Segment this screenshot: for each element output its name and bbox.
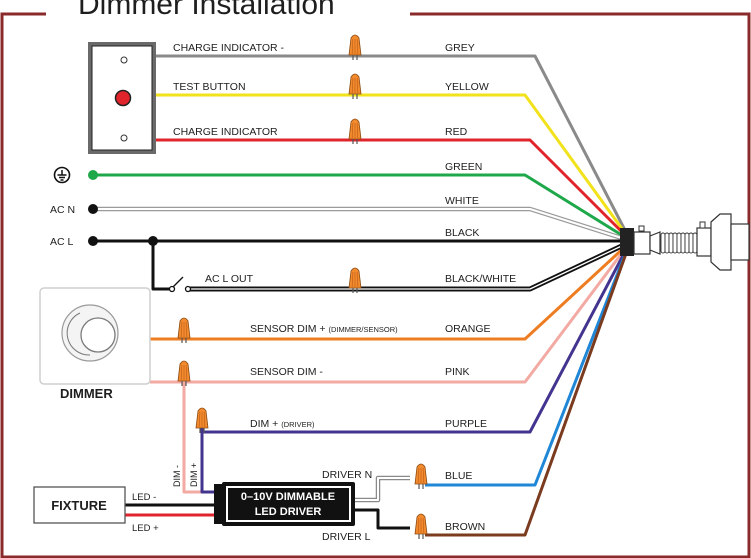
wire-label-pink: PINK — [445, 366, 470, 378]
conduit-rib — [688, 232, 694, 254]
wire-red — [156, 138, 630, 240]
wire-driver-l — [355, 508, 410, 530]
wire-nut-icon — [348, 34, 362, 60]
wire-nut-icon — [414, 463, 428, 489]
wire-label-brown: BROWN — [445, 521, 485, 533]
wire-nut-icon — [348, 118, 362, 144]
frame-border — [0, 12, 751, 558]
wire-labels: GREY YELLOW RED GREEN WHITE BLACK BLACK/… — [445, 42, 516, 533]
ground-symbol-icon — [53, 166, 71, 184]
wire-nuts — [177, 34, 428, 539]
led-driver-box — [214, 482, 355, 526]
wire-nut-icon — [348, 267, 362, 293]
dimmer-device — [39, 287, 151, 385]
conduit-connector — [620, 213, 750, 271]
wire-purple — [200, 428, 214, 494]
label-driver-l: DRIVER L — [322, 531, 371, 543]
wire-purple-main — [202, 245, 630, 434]
label-test-button: TEST BUTTON — [173, 81, 246, 93]
conduit-rib — [684, 232, 690, 254]
switch-plate — [88, 42, 156, 154]
wire-brown — [425, 247, 630, 537]
label-ac-l-out: AC L OUT — [205, 273, 254, 285]
led-driver-line2: LED DRIVER — [255, 506, 322, 518]
charge-indicator-pos-dot — [120, 134, 128, 142]
label-ac-l: AC L — [50, 236, 74, 248]
wire-nut-icon — [177, 317, 191, 343]
wire-black-white-inner — [188, 242, 629, 290]
wire-nut-icon — [195, 407, 209, 433]
wire-blue — [425, 246, 630, 487]
wire-pink — [150, 244, 630, 384]
ac-l-terminal — [88, 236, 98, 246]
wire-label-black-white: BLACK/WHITE — [445, 273, 516, 285]
label-dim-pos-driver: DIM + (DRIVER) — [250, 418, 315, 430]
label-sensor-dim-pos: SENSOR DIM + (DIMMER/SENSOR) — [250, 323, 398, 335]
test-button[interactable] — [114, 89, 132, 107]
label-led-pos: LED + — [132, 523, 159, 534]
wire-driver-n-inner — [355, 477, 410, 501]
label-driver-n: DRIVER N — [322, 469, 372, 481]
dimmer-knob[interactable] — [80, 317, 116, 353]
diagram-title: Dimmer Installation — [78, 0, 335, 21]
wire-white-inner — [93, 208, 629, 241]
wire-driver-n-outer — [355, 475, 410, 503]
wire-label-green: GREEN — [445, 161, 482, 173]
wire-label-black: BLACK — [445, 227, 479, 239]
conduit-rib — [680, 232, 686, 254]
ac-n-terminal — [88, 204, 98, 214]
wire-label-white: WHITE — [445, 195, 479, 207]
wire-orange — [150, 242, 630, 341]
ac-l-junction — [148, 236, 158, 246]
label-led-neg: LED - — [132, 492, 156, 503]
wire-green — [93, 173, 629, 241]
wire-yellow — [156, 93, 630, 238]
ground-terminal — [88, 170, 98, 180]
label-charge-indicator-pos: CHARGE INDICATOR — [173, 126, 278, 138]
wire-label-yellow: YELLOW — [445, 81, 489, 93]
label-dim-pos-vertical: DIM + — [189, 463, 199, 487]
conduit-rib — [672, 232, 678, 254]
conduit-rib — [660, 232, 666, 254]
wire-label-grey: GREY — [445, 42, 475, 54]
conduit-rib — [668, 232, 674, 254]
dimmer-label: DIMMER — [60, 386, 113, 401]
wire-grey — [156, 54, 630, 237]
conduit-rib — [664, 232, 670, 254]
label-dim-neg-vertical: DIM - — [172, 465, 182, 487]
wire-nut-icon — [348, 73, 362, 99]
fixture-label: FIXTURE — [51, 498, 107, 513]
led-driver-line1: 0–10V DIMMABLE — [241, 491, 335, 503]
wire-ac-l-branch — [151, 241, 172, 291]
switch-symbol-icon — [168, 276, 192, 293]
wire-label-blue: BLUE — [445, 470, 472, 482]
wire-label-purple: PURPLE — [445, 418, 487, 430]
wire-label-orange: ORANGE — [445, 323, 491, 335]
wire-label-red: RED — [445, 126, 468, 138]
label-charge-indicator-neg: CHARGE INDICATOR - — [173, 42, 285, 54]
fixture-box — [33, 486, 126, 524]
label-sensor-dim-neg: SENSOR DIM - — [250, 366, 323, 378]
conduit-rib — [676, 232, 682, 254]
label-ac-n: AC N — [50, 204, 75, 216]
wires — [93, 54, 630, 537]
wire-nut-icon — [177, 360, 191, 386]
wire-black-white-outer — [188, 240, 630, 292]
wire-nut-icon — [414, 513, 428, 539]
charge-indicator-neg-dot — [120, 56, 128, 64]
